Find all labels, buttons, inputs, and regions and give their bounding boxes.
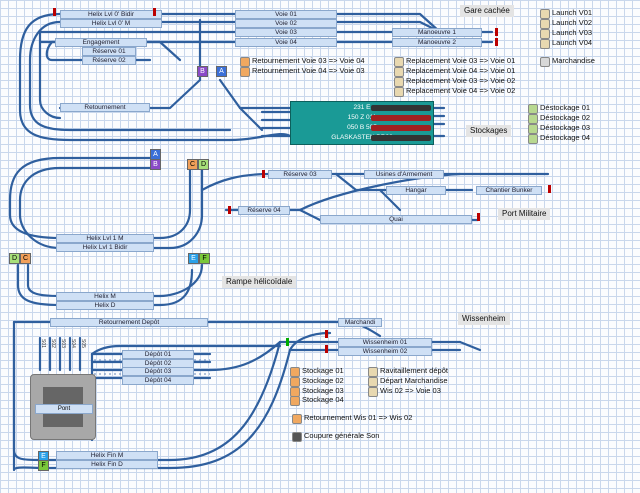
action-ravitaillement-depot[interactable]: Ravitaillement dépôt <box>368 366 448 377</box>
action-launch-v04[interactable]: Launch V04 <box>540 38 592 49</box>
label-rampe-helicoidale: Rampe hélicoïdale <box>222 276 297 288</box>
signal-icon[interactable] <box>262 170 265 178</box>
block-helix-lvl1-bidir[interactable]: Helix Lvl 1 Bidir <box>56 243 154 252</box>
action-replacement-04-02[interactable]: Replacement Voie 04 => Voie 02 <box>394 86 515 97</box>
block-depot-01[interactable]: Dépôt 01 <box>122 350 194 359</box>
block-voie-03[interactable]: Voie 03 <box>235 28 337 37</box>
block-manoeuvre-1[interactable]: Manoeuvre 1 <box>392 28 482 37</box>
connector-c: C <box>187 159 198 170</box>
action-depart-marchandise[interactable]: Départ Marchandise <box>368 376 448 387</box>
stub-track-s03[interactable]: S03 <box>60 338 66 348</box>
label-gare-cachee: Gare cachée <box>460 5 514 17</box>
block-depot-03[interactable]: Dépôt 03 <box>122 367 194 376</box>
signal-icon[interactable] <box>228 206 231 214</box>
block-hangar[interactable]: Hangar <box>386 186 446 195</box>
block-helix-lvl1-m[interactable]: Helix Lvl 1 M <box>56 234 154 243</box>
action-launch-v02[interactable]: Launch V02 <box>540 18 592 29</box>
block-helix-lvl0-bidir[interactable]: Helix Lvl 0' Bidir <box>60 10 162 19</box>
connector-b: B <box>150 159 161 170</box>
connector-e: E <box>188 253 199 264</box>
action-replacement-03-01[interactable]: Replacement Voie 03 => Voie 01 <box>394 56 515 67</box>
stub-track-s01[interactable]: S01 <box>40 338 46 348</box>
block-helix-m[interactable]: Helix M <box>56 292 154 301</box>
connector-b: B <box>197 66 208 77</box>
action-destockage-03[interactable]: Déstockage 03 <box>528 123 590 134</box>
signal-icon[interactable] <box>548 185 551 193</box>
action-destockage-04[interactable]: Déstockage 04 <box>528 133 590 144</box>
block-voie-01[interactable]: Voie 01 <box>235 10 337 19</box>
label-wissenheim: Wissenheim <box>458 313 510 325</box>
action-launch-v01[interactable]: Launch V01 <box>540 8 592 19</box>
action-stockage-02[interactable]: Stockage 02 <box>290 376 344 387</box>
label-stockages: Stockages <box>466 125 512 137</box>
action-retournement-wis[interactable]: Retournement Wis 01 => Wis 02 <box>292 413 412 424</box>
label-port-militaire: Port Militaire <box>498 208 551 220</box>
block-reserve-03[interactable]: Réserve 03 <box>268 170 332 179</box>
block-wissenheim-01[interactable]: Wissenheim 01 <box>338 338 432 347</box>
signal-icon[interactable] <box>477 213 480 221</box>
action-coupure-son[interactable]: Coupure générale Son <box>292 431 379 442</box>
signal-icon[interactable] <box>153 8 156 16</box>
action-replacement-04-01[interactable]: Replacement Voie 04 => Voie 01 <box>394 66 515 77</box>
action-replacement-03-02[interactable]: Replacement Voie 03 => Voie 02 <box>394 76 515 87</box>
block-engagement[interactable]: Engagement <box>55 38 147 47</box>
connector-d: D <box>198 159 209 170</box>
stub-track-s02[interactable]: S02 <box>50 338 56 348</box>
connector-f: F <box>199 253 210 264</box>
action-stockage-04[interactable]: Stockage 04 <box>290 395 344 406</box>
action-marchandise[interactable]: Marchandise <box>540 56 595 67</box>
action-destockage-01[interactable]: Déstockage 01 <box>528 103 590 114</box>
stockage-train-4: GLASKASTEN BR98 <box>331 134 393 141</box>
stub-track-s04[interactable]: S04 <box>70 338 76 348</box>
turntable-bridge[interactable]: Pont <box>35 404 93 414</box>
block-retournement[interactable]: Retournement <box>60 103 150 112</box>
block-marchandi[interactable]: Marchandi <box>338 318 382 327</box>
block-manoeuvre-2[interactable]: Manoeuvre 2 <box>392 38 482 47</box>
block-voie-02[interactable]: Voie 02 <box>235 19 337 28</box>
block-wissenheim-02[interactable]: Wissenheim 02 <box>338 347 432 356</box>
loco-icon <box>371 115 431 121</box>
loco-icon <box>371 125 431 131</box>
loco-icon <box>371 105 431 111</box>
loco-icon <box>371 135 431 141</box>
action-wis02-voie03[interactable]: Wis 02 => Voie 03 <box>368 386 441 397</box>
connector-a: A <box>216 66 227 77</box>
block-reserve-04[interactable]: Réserve 04 <box>238 206 290 215</box>
action-launch-v03[interactable]: Launch V03 <box>540 28 592 39</box>
action-stockage-01[interactable]: Stockage 01 <box>290 366 344 377</box>
block-usines-armement[interactable]: Usines d'Armement <box>364 170 444 179</box>
turntable[interactable]: Pont <box>30 374 96 440</box>
block-quai[interactable]: Quai <box>320 215 472 224</box>
block-retournement-depot[interactable]: Retournement Depôt <box>50 318 208 327</box>
action-retournement-03-04[interactable]: Retournement Voie 03 => Voie 04 <box>240 56 365 67</box>
signal-icon[interactable] <box>495 38 498 46</box>
block-helix-lvl0-m[interactable]: Helix Lvl 0' M <box>60 19 162 28</box>
signal-icon[interactable] <box>495 28 498 36</box>
signal-icon[interactable] <box>53 8 56 16</box>
block-chantier-bunker[interactable]: Chantier Bunker <box>476 186 542 195</box>
block-helix-fin-m[interactable]: Helix Fin M <box>56 451 158 460</box>
action-retournement-04-03[interactable]: Retournement Voie 04 => Voie 03 <box>240 66 365 77</box>
signal-icon[interactable] <box>325 330 328 338</box>
block-helix-d[interactable]: Helix D <box>56 301 154 310</box>
block-voie-04[interactable]: Voie 04 <box>235 38 337 47</box>
stockage-train-2: 150 Z 011 <box>347 114 377 121</box>
block-reserve-02[interactable]: Réserve 02 <box>82 56 136 65</box>
connector-c: C <box>20 253 31 264</box>
block-reserve-01[interactable]: Réserve 01 <box>82 47 136 56</box>
stockage-train-1: 231 E <box>353 104 371 111</box>
block-depot-04[interactable]: Dépôt 04 <box>122 376 194 385</box>
stub-track-s05[interactable]: S05 <box>80 338 86 348</box>
connector-f: F <box>38 460 49 471</box>
signal-icon[interactable] <box>286 338 289 346</box>
stockage-area[interactable]: 231 E 150 Z 011 050 B 505 GLASKASTEN BR9… <box>290 101 434 145</box>
connector-d: D <box>9 253 20 264</box>
block-helix-fin-d[interactable]: Helix Fin D <box>56 460 158 469</box>
stockage-train-3: 050 B 505 <box>347 124 377 131</box>
action-destockage-02[interactable]: Déstockage 02 <box>528 113 590 124</box>
signal-icon[interactable] <box>325 345 328 353</box>
